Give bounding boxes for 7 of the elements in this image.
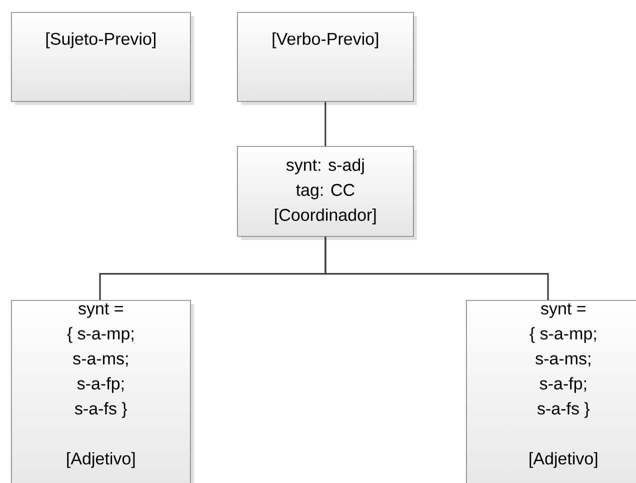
box: synt = { s-a-mp; s-a-ms; s-a-fp; s-a-fs } [Adjetivo]	[11, 300, 194, 483]
box: [Verbo-Previo]	[237, 12, 417, 105]
box: [Sujeto-Previo]	[11, 12, 194, 105]
box: synt: s-adj tag: CC [Coordinador]	[237, 146, 417, 240]
box: synt = { s-a-mp; s-a-ms; s-a-fp; s-a-fs } [Adjetivo]	[466, 300, 636, 483]
connector-line	[324, 102, 326, 146]
connector-line	[324, 236, 549, 300]
